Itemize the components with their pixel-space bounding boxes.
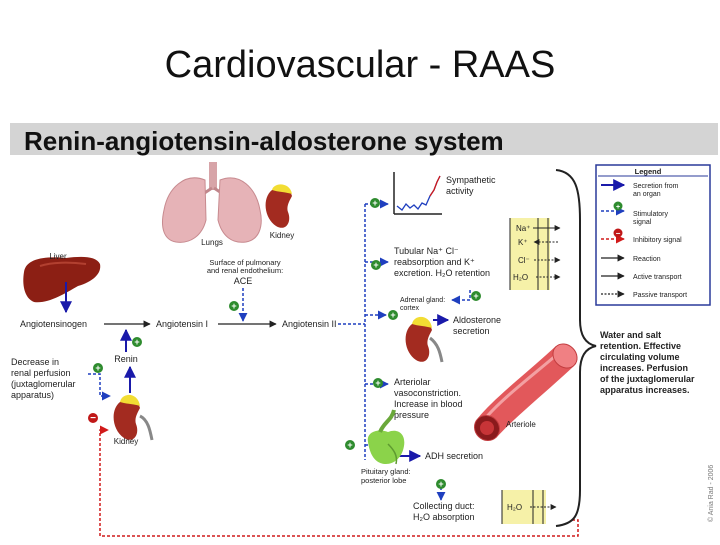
sympathetic-plus-badge: + (370, 198, 380, 208)
arteriolar-plus-badge: + (373, 378, 383, 388)
svg-text:−: − (90, 413, 96, 424)
ace-label: ACE (234, 276, 253, 286)
adrenal-line2: cortex (400, 305, 420, 312)
lungs-label: Lungs (201, 238, 223, 247)
stimulus-line3: (juxtaglomerular (11, 379, 76, 389)
legend-minus-sign: − (616, 229, 621, 238)
svg-text:+: + (347, 440, 352, 450)
liver-icon (23, 256, 101, 303)
kidney-bottom-label: Kidney (114, 437, 138, 446)
ace-plus-badge: + (229, 301, 239, 311)
svg-text:+: + (373, 260, 378, 270)
lungs-icon (162, 162, 262, 243)
svg-text:+: + (372, 198, 377, 208)
legend-item-reaction: Reaction (633, 256, 661, 263)
angiotensinogen-label: Angiotensinogen (20, 319, 87, 329)
legend-item-active-transport: Active transport (633, 274, 682, 281)
arteriolar-line3: Increase in blood (394, 399, 463, 409)
outcome-line6: apparatus increases. (600, 385, 690, 395)
svg-text:+: + (390, 310, 395, 320)
adrenal-line1: Adrenal gland: (400, 297, 445, 304)
kidney-bottom-icon (113, 394, 154, 441)
outcome-line3: circulating volume (600, 352, 680, 362)
slide-title: Cardiovascular - RAAS (164, 44, 556, 86)
credit-text: © Ania Rad - 2006 (707, 465, 715, 522)
pituitary-line2: posterior lobe (361, 476, 406, 485)
sympathetic-activity-graph (393, 172, 442, 215)
collecting-line2: H₂O absorption (413, 512, 475, 522)
legend-item-stimulatory-1: Stimulatory (633, 211, 669, 218)
stimulus-line1: Decrease in (11, 357, 59, 367)
legend-plus-sign: + (616, 204, 620, 211)
collecting-line1: Collecting duct: (413, 501, 475, 511)
collecting-plus-badge: + (436, 479, 446, 489)
svg-text:+: + (231, 301, 236, 311)
outcome-line2: retention. Effective (600, 341, 681, 351)
kidney-top-label: Kidney (270, 231, 294, 240)
inhibitory-feedback-arrow (99, 425, 579, 537)
outcome-brace (555, 169, 597, 527)
sympathetic-line2: activity (446, 186, 474, 196)
tubular-plus-badge: + (371, 260, 381, 270)
svg-text:+: + (95, 363, 100, 373)
stimulus-line4: apparatus) (11, 390, 54, 400)
adrenal-kidney-icon (405, 316, 444, 363)
ace-location-line1: Surface of pulmonary (209, 258, 281, 267)
legend (595, 164, 711, 306)
ion-k: K⁺ (518, 238, 528, 247)
pituitary-plus-badge: + (345, 440, 355, 450)
legend-title: Legend (635, 167, 662, 176)
ion-cl: Cl⁻ (518, 256, 530, 265)
raas-diagram-svg: Liver Lungs Kidney Surface of pulmonary … (11, 162, 715, 537)
legend-item-inhibitory: Inhibitory signal (633, 237, 682, 244)
arteriolar-line2: vasoconstriction. (394, 388, 461, 398)
arteriolar-line1: Arteriolar (394, 377, 431, 387)
angiotensin-2-label: Angiotensin II (282, 319, 337, 329)
adrenal-plus-badge: + (388, 310, 398, 320)
arteriole-icon (473, 343, 578, 442)
legend-item-secretion-1: Secretion from (633, 183, 679, 190)
stimulus-arrow (88, 373, 111, 401)
legend-item-stimulatory-2: signal (633, 219, 652, 226)
kidney-top-icon (265, 184, 292, 228)
aldosterone-line1: Aldosterone (453, 315, 501, 325)
svg-text:+: + (375, 378, 380, 388)
svg-text:+: + (473, 291, 478, 301)
stimulus-line2: renal perfusion (11, 368, 71, 378)
feedback-minus-badge: − (88, 413, 98, 424)
outcome-line1: Water and salt (600, 330, 661, 340)
duct-h2o: H₂O (507, 503, 522, 512)
tubular-line2: reabsorption and K⁺ (394, 257, 475, 267)
tubular-line3: excretion. H₂O retention (394, 268, 490, 278)
legend-item-secretion-2: an organ (633, 191, 661, 198)
liver-label: Liver (49, 252, 67, 261)
sympathetic-line1: Sympathetic (446, 175, 496, 185)
aldosterone-line2: secretion (453, 326, 490, 336)
raas-diagram: Liver Lungs Kidney Surface of pulmonary … (0, 155, 720, 540)
renin-label: Renin (114, 354, 138, 364)
aldosterone-plus-badge: + (471, 291, 481, 301)
renin-plus-badge: + (132, 337, 142, 347)
arteriole-label: Arteriole (506, 420, 536, 429)
arteriolar-line4: pressure (394, 410, 429, 420)
ace-location-line2: and renal endothelium: (207, 266, 283, 275)
angiotensin-1-label: Angiotensin I (156, 319, 208, 329)
outcome-line4: increases. Perfusion (600, 363, 688, 373)
ion-transport-box (509, 218, 561, 290)
outcome-line5: of the juxtaglomerular (600, 374, 695, 384)
tubular-line1: Tubular Na⁺ Cl⁻ (394, 246, 459, 256)
ion-na: Na⁺ (516, 224, 530, 233)
svg-text:+: + (438, 479, 443, 489)
legend-item-passive-transport: Passive transport (633, 292, 687, 299)
collecting-duct-box (501, 490, 557, 524)
diagram-title-banner: Renin-angiotensin-aldosterone system (10, 123, 718, 156)
adh-label: ADH secretion (425, 451, 483, 461)
diagram-title: Renin-angiotensin-aldosterone system (24, 126, 504, 156)
stimulus-plus-badge: + (93, 363, 103, 373)
pituitary-line1: Pituitary gland: (361, 467, 411, 476)
ion-h2o: H₂O (513, 273, 528, 282)
pituitary-icon (367, 409, 405, 465)
svg-text:+: + (134, 337, 139, 347)
